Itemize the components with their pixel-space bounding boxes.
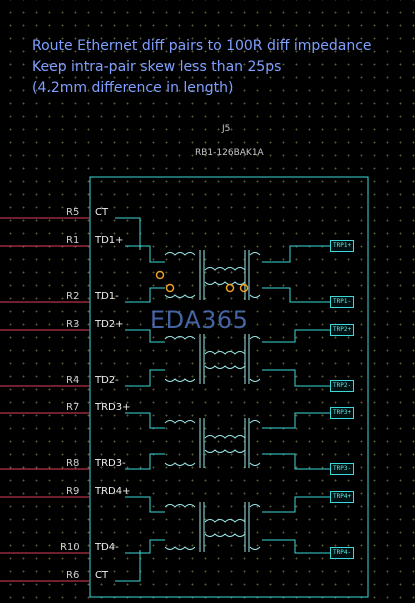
pin-ref-r10: R10: [60, 542, 80, 553]
design-note-line-3: (4.2mm difference in length): [32, 80, 234, 96]
net-tag-trp2-plus: TRP2+: [330, 324, 355, 336]
transformer-blocks: [164, 250, 261, 552]
pin-name-td2-plus: TD2+: [95, 319, 124, 330]
pin-ref-r8: R8: [66, 458, 80, 469]
pin-ref-r5: R5: [66, 207, 80, 218]
pin-ref-r7: R7: [66, 402, 80, 413]
watermark-logo: EDA365: [150, 306, 249, 334]
net-tag-trp2-minus: TRP2-: [330, 380, 355, 392]
net-tag-trp1-minus: TRP1-: [330, 296, 355, 308]
pin-ref-r3: R3: [66, 319, 80, 330]
pin-ref-r9: R9: [66, 486, 80, 497]
net-tag-trp3-minus: TRP3-: [330, 463, 355, 475]
pin-name-ct-top: CT: [95, 207, 109, 218]
net-tag-trp4-plus: TRP4+: [330, 491, 355, 503]
highlighted-pins: [155, 270, 249, 293]
pin-name-trd4-plus: TRD4+: [95, 486, 131, 497]
design-note-line-2: Keep intra-pair skew less than 25ps: [32, 59, 282, 75]
pin-ref-r4: R4: [66, 375, 80, 386]
pin-name-trd3-plus: TRD3+: [95, 402, 131, 413]
pin-ref-r6: R6: [66, 570, 80, 581]
net-tag-trp4-minus: TRP4-: [330, 547, 355, 559]
pin-name-td1-plus: TD1+: [95, 235, 124, 246]
pin-name-td2-minus: TD2-: [95, 375, 119, 386]
pin-name-trd3-minus: TRD3-: [95, 458, 126, 469]
internal-wires: [115, 217, 330, 582]
pin-name-td4-minus: TD4-: [95, 542, 119, 553]
component-part-number: RB1-126BAK1A: [195, 148, 264, 158]
pin-ref-r1: R1: [66, 235, 80, 246]
net-tag-trp1-plus: TRP1+: [330, 240, 355, 252]
left-net-wires: [0, 217, 90, 582]
net-tag-trp3-plus: TRP3+: [330, 407, 355, 419]
component-reference: J5: [222, 124, 231, 134]
pin-ref-r2: R2: [66, 291, 80, 302]
connector-body-outline: [89, 176, 369, 598]
design-note-line-1: Route Ethernet diff pairs to 100R diff i…: [32, 38, 372, 54]
pin-name-ct-bottom: CT: [95, 570, 109, 581]
pin-name-td1-minus: TD1-: [95, 291, 119, 302]
